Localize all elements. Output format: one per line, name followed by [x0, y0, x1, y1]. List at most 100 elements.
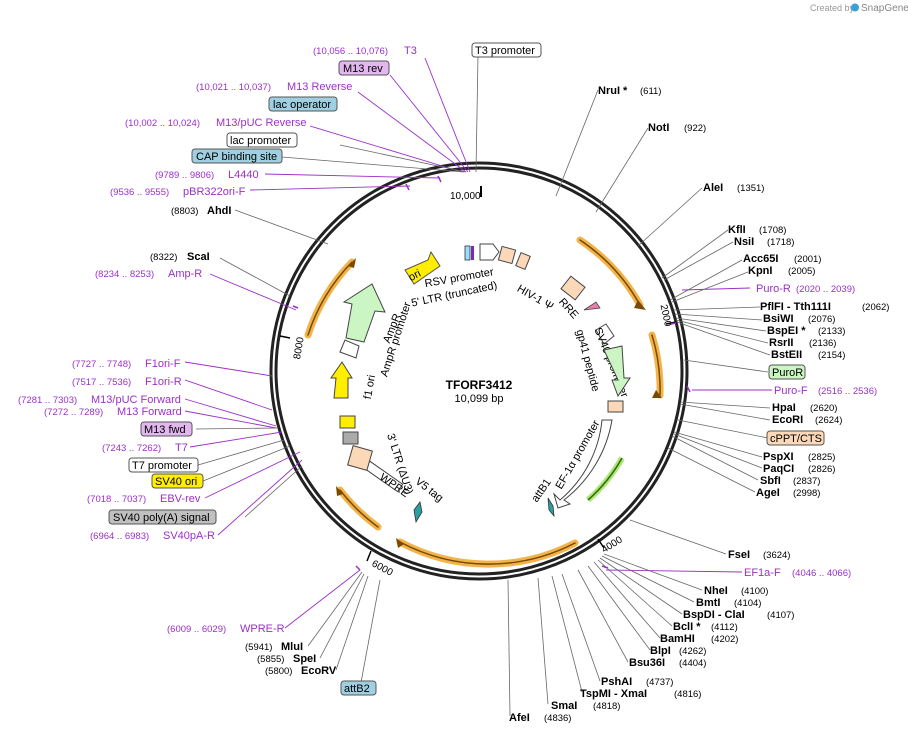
green-orf-arc-line	[587, 457, 623, 501]
enzyme-blpi: BlpI	[650, 645, 671, 657]
tick-l4440	[437, 175, 442, 183]
tick-mark-6000	[366, 550, 372, 562]
leader-fsei	[629, 519, 727, 555]
puro-green-feature	[603, 345, 631, 398]
sv40-polya-feature	[342, 431, 359, 445]
orf-arcs	[304, 236, 664, 568]
leader-t7promoter	[197, 439, 285, 466]
primer-f1orir: F1ori-R	[145, 376, 182, 388]
enzyme-bsu36i-pos: (4404)	[679, 658, 706, 669]
enzyme-pspxi: PspXI	[763, 451, 794, 463]
m13-fwd-box-label: M13 fwd	[144, 424, 186, 436]
tick-wprer	[355, 565, 361, 571]
enzyme-pshai: PshAI	[601, 676, 632, 688]
sv40-polya-box-label: SV40 poly(A) signal	[113, 512, 210, 524]
leader-f1orir	[184, 379, 273, 411]
leader-ahdi	[234, 209, 329, 245]
enzyme-scai-pos: (8322)	[150, 252, 177, 263]
enzyme-rsrii-pos: (2136)	[809, 338, 836, 349]
leader-noti	[595, 127, 649, 213]
primer-l4440-pos: (9789 .. 9806)	[155, 170, 214, 181]
enzyme-paqci: PaqCI	[763, 463, 794, 475]
leader-m13fwdbox	[195, 427, 279, 430]
t7-promoter-box	[128, 457, 199, 473]
sv40-ori-feature	[339, 415, 356, 429]
enzyme-labels-right: NruI * (611) NotI (922) AleI (1351) KflI…	[509, 85, 889, 724]
primer-f1orir-pos: (7517 .. 7536)	[72, 377, 131, 388]
enzyme-nsii-pos: (1718)	[767, 237, 794, 248]
rre-label: RRE	[556, 296, 580, 321]
primer-m13pucrev-pos: (10,002 .. 10,024)	[125, 118, 200, 129]
enzyme-spei-pos: (5855)	[257, 654, 284, 665]
enzyme-ecori: EcoRI	[772, 414, 803, 426]
sv40-polya-box	[108, 509, 217, 525]
leader-agei	[667, 447, 756, 493]
leader-afei	[507, 579, 511, 717]
leader-kfli	[661, 229, 729, 279]
primer-labels-right: Puro-R (2020 .. 2039) Puro-F (2516 .. 25…	[744, 283, 877, 579]
leader-l4440	[264, 173, 441, 179]
m13-rev-box-label: M13 rev	[343, 63, 383, 75]
primer-purof-pos: (2516 .. 2536)	[818, 386, 877, 397]
enzyme-bamhi-pos: (4202)	[711, 634, 738, 645]
enzyme-nhei: NheI	[704, 585, 728, 597]
orf-arc-3-arrowhead	[396, 538, 404, 548]
enzyme-ahdi-pos: (8803)	[171, 206, 198, 217]
leader-nsii	[663, 241, 734, 281]
primer-ampr: Amp-R	[168, 268, 202, 280]
enzyme-tspmi-pos: (4816)	[674, 689, 701, 700]
plasmid-name: TFORF3412	[446, 378, 513, 392]
leader-t7	[189, 431, 283, 448]
leader-f1orif	[184, 361, 273, 377]
lac-promoter-box-label: lac promoter	[230, 135, 291, 147]
enzyme-alei: AleI	[703, 182, 723, 194]
enzyme-acc65i: Acc65I	[743, 253, 778, 265]
enzyme-bspdi: BspDI - ClaI	[683, 609, 745, 621]
leader-mlui	[307, 571, 363, 647]
cppt-box-label: cPPT/CTS	[770, 433, 822, 445]
leader-nhei	[603, 553, 703, 591]
enzyme-leader-lines	[195, 54, 771, 717]
enzyme-smai: SmaI	[551, 700, 577, 712]
enzyme-agei: AgeI	[756, 487, 780, 499]
primer-l4440: L4440	[228, 169, 259, 181]
leader-pbr322	[249, 185, 411, 191]
leader-smai	[537, 577, 549, 705]
leader-blpi	[587, 565, 651, 651]
primer-leader-lines	[184, 57, 772, 629]
leader-m13pucrev	[309, 125, 463, 173]
primer-labels-left: (10,056 .. 10,076) T3 (10,021 .. 10,037)…	[18, 45, 417, 635]
enzyme-tspmi: TspMI - XmaI	[580, 688, 647, 700]
primer-m13fwd: M13 Forward	[117, 406, 182, 418]
enzyme-pflfi: PflFI - Tth111I	[760, 301, 831, 313]
t3-promoter-box-label: T3 promoter	[475, 45, 535, 57]
cppt-feature	[607, 400, 624, 413]
enzyme-bsteii-pos: (2154)	[818, 350, 845, 361]
primer-m13pucrev: M13/pUC Reverse	[216, 117, 306, 129]
enzyme-blpi-pos: (4262)	[679, 646, 706, 657]
primer-puror-pos: (2020 .. 2039)	[796, 284, 855, 295]
enzyme-pspxi-pos: (2825)	[808, 452, 835, 463]
tick-ef1af	[601, 565, 609, 569]
enzyme-hpai: HpaI	[772, 402, 796, 414]
enzyme-agei-pos: (2998)	[793, 488, 820, 499]
leader-pflfi	[673, 306, 761, 311]
primer-ebvrev: EBV-rev	[160, 493, 201, 505]
tick-pbr322	[405, 183, 410, 191]
orf-arc-5	[304, 258, 356, 339]
f1-ori-label: f1 ori	[362, 374, 378, 400]
tick-label-8000: 8000	[292, 336, 307, 360]
enzyme-bspei: BspEI *	[767, 325, 806, 337]
sv40-ori-box	[151, 473, 204, 489]
primer-ticks	[292, 175, 691, 571]
puror-box-label: PuroR	[772, 367, 803, 379]
leader-ecori	[679, 403, 771, 421]
enzyme-nsii: NsiI	[734, 236, 754, 248]
primer-sv40par-pos: (6964 .. 6983)	[90, 531, 149, 542]
leader-cap	[281, 156, 465, 173]
leader-paqci	[673, 433, 763, 469]
leader-m13pucfwd	[184, 398, 277, 427]
ef1a-promoter-feature	[552, 419, 613, 509]
